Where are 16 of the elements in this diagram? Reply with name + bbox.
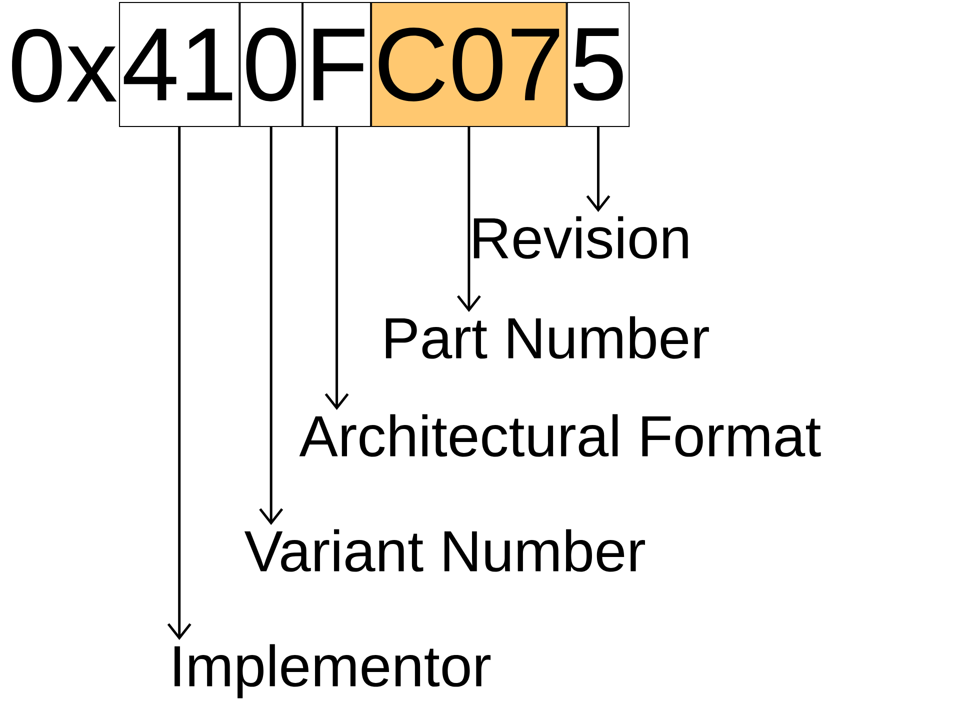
arrow bbox=[456, 127, 481, 312]
hex-prefix: 0x bbox=[12, 28, 117, 103]
digit-box: 0 bbox=[240, 2, 303, 127]
field-label: Variant Number bbox=[244, 529, 645, 572]
arrow bbox=[259, 127, 284, 525]
field-label: Implementor bbox=[174, 644, 491, 698]
digit-box: F bbox=[302, 2, 372, 127]
digit-box: C07 bbox=[371, 2, 567, 127]
digit-box: 41 bbox=[119, 2, 240, 127]
digit-box: 5 bbox=[566, 2, 630, 127]
arrow bbox=[324, 127, 349, 410]
field-label: Part Number bbox=[386, 316, 709, 359]
field-label: Revision bbox=[474, 216, 688, 259]
field-label: Architectural Format bbox=[299, 414, 821, 457]
arrow bbox=[586, 127, 610, 212]
arrow bbox=[167, 127, 192, 640]
